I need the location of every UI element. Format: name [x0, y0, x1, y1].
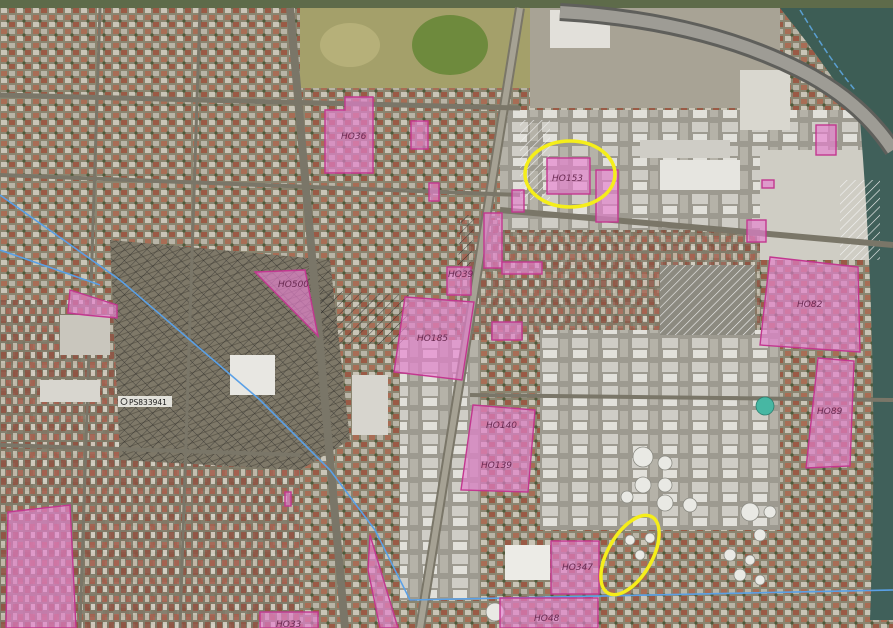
- label-ho36: HO36: [341, 132, 367, 142]
- parcel-reference-marker[interactable]: PS833941: [118, 396, 172, 407]
- overlay-labels: HO36 HO153 HO82 HO185 HO140 HO139 HO89 H…: [276, 132, 843, 628]
- overlay-ho500[interactable]: [253, 269, 320, 339]
- green-tank: [755, 396, 775, 416]
- overlay-ho153[interactable]: [546, 157, 591, 195]
- label-ho89: HO89: [817, 407, 843, 417]
- overlay-ho82[interactable]: [759, 256, 861, 353]
- label-ho139: HO139: [481, 461, 512, 471]
- highlight-ellipse-tanks: [599, 513, 661, 597]
- label-ho48: HO48: [534, 614, 560, 624]
- label-ho347: HO347: [562, 563, 593, 573]
- overlay-ho48[interactable]: [499, 597, 599, 628]
- highlight-annotations: [523, 139, 661, 597]
- heritage-overlays: [5, 96, 861, 628]
- overlay-ho33[interactable]: [259, 611, 319, 628]
- label-ho185: HO185: [417, 334, 448, 344]
- overlay-ho89[interactable]: [805, 357, 855, 469]
- label-ho140: HO140: [486, 421, 517, 431]
- overlay-ho185[interactable]: [393, 296, 475, 381]
- label-ho500: HO500: [278, 280, 309, 290]
- highlight-ellipse-ho153: [523, 139, 617, 209]
- pin-icon: [120, 398, 128, 405]
- label-ho153: HO153: [552, 174, 583, 184]
- storage-tanks: [485, 446, 777, 622]
- sports-oval: [412, 15, 488, 75]
- label-ho39: HO39: [448, 270, 474, 280]
- overlay-ho36[interactable]: [324, 96, 374, 174]
- label-ho82: HO82: [797, 300, 823, 310]
- overlay-ho347[interactable]: [550, 540, 600, 595]
- label-ho33: HO33: [276, 620, 302, 628]
- parcel-reference-label: PS833941: [129, 398, 167, 407]
- overlay-ho140[interactable]: [460, 404, 536, 493]
- warehouse: [230, 355, 275, 395]
- boundary-line: [0, 194, 893, 601]
- hatched-zone: [660, 265, 755, 335]
